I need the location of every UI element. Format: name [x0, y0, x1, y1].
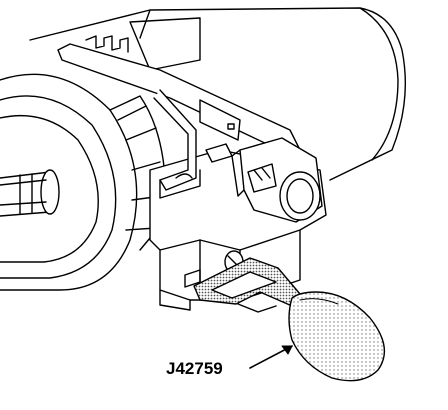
tool-callout-label: J42759 — [166, 359, 223, 378]
spring-clip — [153, 89, 201, 199]
callout-arrowhead — [281, 345, 293, 355]
hub-assembly — [0, 73, 167, 291]
tool-handle — [288, 291, 386, 382]
column-housing — [29, 7, 407, 181]
connector — [205, 137, 323, 223]
